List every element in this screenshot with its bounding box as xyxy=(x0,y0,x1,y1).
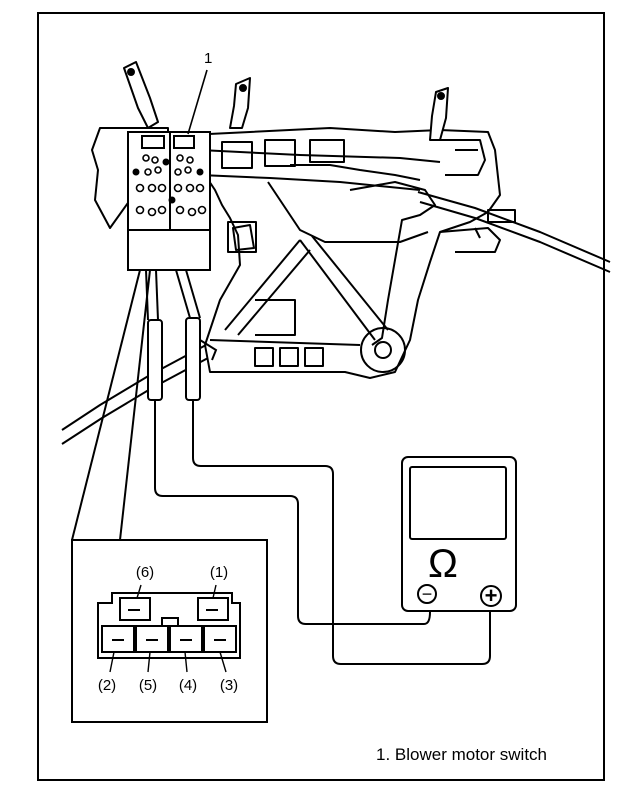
figure-caption: 1. Blower motor switch xyxy=(376,745,547,764)
pin-label-3: (3) xyxy=(219,677,239,694)
figure-frame xyxy=(37,12,605,781)
switch-wires xyxy=(71,269,201,541)
callout-number-1: 1 xyxy=(204,50,213,67)
blower-motor-switch xyxy=(127,131,211,271)
pin-label-4: (4) xyxy=(178,677,198,694)
pin-label-6: (6) xyxy=(135,564,155,581)
pin-label-1: (1) xyxy=(209,564,229,581)
control-levers xyxy=(123,61,449,141)
positive-terminal-symbol: + xyxy=(485,583,498,608)
connector-inset xyxy=(71,539,268,723)
callout-leader xyxy=(187,69,208,135)
negative-terminal xyxy=(417,584,437,604)
positive-terminal xyxy=(480,585,502,607)
pin-label-2: (2) xyxy=(97,677,117,694)
ohmmeter-display xyxy=(409,466,507,540)
negative-terminal-symbol: − xyxy=(422,584,433,604)
ohm-symbol: Ω xyxy=(428,542,458,586)
test-leads xyxy=(154,410,491,665)
ohmmeter: − + xyxy=(401,456,517,612)
pin-label-5: (5) xyxy=(138,677,158,694)
test-probes xyxy=(147,317,218,410)
